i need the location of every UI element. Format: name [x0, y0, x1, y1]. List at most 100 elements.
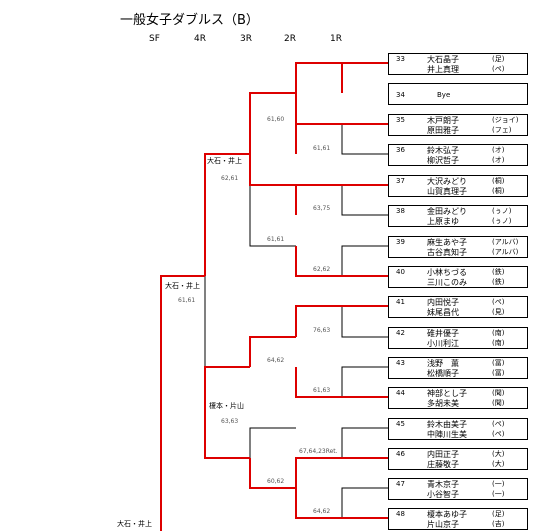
club-name: (桐)	[492, 187, 505, 195]
entry-number: 45	[396, 420, 405, 428]
bracket-line	[295, 488, 342, 519]
club-name: (ペ)	[492, 420, 505, 428]
player-name: 松橋順子	[427, 369, 459, 378]
entry-38: 38 金田みどり (ぅノ) 上原まゆ (ぅノ)	[388, 205, 528, 227]
entry-number: 43	[396, 359, 405, 367]
club-name: (オ)	[492, 156, 505, 164]
entry-number: 33	[396, 55, 405, 63]
match-score: 61,63	[313, 387, 331, 394]
entry-48: 48 榎本あゆ子 (足) 片山京子 (吉)	[388, 508, 528, 530]
player-name: 小林ちづる	[427, 268, 467, 277]
club-name: (聞)	[492, 389, 505, 397]
bracket-line	[204, 153, 250, 276]
club-name: (ペ)	[492, 65, 505, 73]
match-score: 61,61	[313, 145, 331, 152]
player-name: 碓井優子	[427, 329, 459, 338]
bracket-line	[341, 245, 388, 276]
club-name: (フェ)	[492, 126, 512, 134]
entry-number: 42	[396, 329, 405, 337]
bracket-line	[341, 62, 388, 93]
entry-number: 46	[396, 450, 405, 458]
player-name: 多胡未美	[427, 399, 459, 408]
entry-41: 41 内田悦子 (ペ) 妹尾昌代 (見)	[388, 296, 528, 318]
club-name: (アルバ)	[492, 248, 519, 256]
club-name: (ペ)	[492, 430, 505, 438]
match-score: 62,62	[313, 266, 331, 273]
entry-36: 36 鈴木弘子 (オ) 柳沢哲子 (オ)	[388, 144, 528, 166]
match-score: 63,63	[221, 418, 239, 425]
entry-number: 39	[396, 238, 405, 246]
club-name: (鉄)	[492, 268, 505, 276]
entry-43: 43 浅野 薫 (冨) 松橋順子 (冨)	[388, 357, 528, 379]
player-name: 金田みどり	[427, 207, 467, 216]
player-name: 古谷真知子	[427, 248, 467, 257]
match-score: 61,60	[267, 116, 285, 123]
club-name: (足)	[492, 510, 505, 518]
entry-46: 46 内田正子 (大) 庄藤敬子 (大)	[388, 448, 528, 470]
player-name: 榎本あゆ子	[427, 510, 467, 519]
club-name: (南)	[492, 329, 505, 337]
entry-number: 36	[396, 146, 405, 154]
page-title: 一般女子ダブルス（B）	[120, 13, 259, 28]
entry-40: 40 小林ちづる (鉄) 三川このみ (鉄)	[388, 266, 528, 288]
club-name: (冨)	[492, 369, 505, 377]
player-name: 片山京子	[427, 520, 459, 529]
winner-label-3r: 大石・井上	[207, 157, 242, 165]
bracket-line	[160, 275, 205, 531]
player-name: 鈴木弘子	[427, 146, 459, 155]
club-name: (大)	[492, 450, 505, 458]
bracket-line	[341, 366, 388, 397]
bracket-line	[249, 215, 296, 247]
club-name: (冨)	[492, 359, 505, 367]
entry-number: 44	[396, 389, 405, 397]
club-name: (聞)	[492, 399, 505, 407]
club-name: (ぅノ)	[492, 207, 512, 215]
bracket-line	[295, 457, 342, 488]
bracket-line	[249, 458, 296, 489]
bracket-winner-lines	[160, 62, 388, 531]
club-name: (一)	[492, 490, 505, 498]
club-name: (吉)	[492, 520, 505, 528]
match-score: 62,61	[221, 175, 239, 182]
bracket-line	[249, 336, 296, 367]
player-name: 鈴木由美子	[427, 420, 467, 429]
entry-number: 47	[396, 480, 405, 488]
entry-45: 45 鈴木由美子 (ペ) 中陣川生美 (ペ)	[388, 418, 528, 440]
club-name: (一)	[492, 480, 505, 488]
player-name: 山賀真理子	[427, 187, 467, 196]
round-header-3r: 3R	[240, 34, 252, 44]
bracket-line	[341, 427, 388, 458]
player-name: 中陣川生美	[427, 430, 467, 439]
bracket-line	[249, 92, 296, 186]
player-name: 庄藤敬子	[427, 460, 459, 469]
club-name: (ぅノ)	[492, 217, 512, 225]
match-score: 60,62	[267, 478, 285, 485]
bracket-line	[249, 427, 296, 458]
round-header-sf: SF	[149, 34, 160, 44]
player-name: 小川利江	[427, 339, 459, 348]
match-score: 64,62	[267, 357, 285, 364]
entry-34: 34 Bye	[388, 83, 528, 105]
club-name: (大)	[492, 460, 505, 468]
match-score: 61,61	[178, 297, 196, 304]
entry-33: 33 大石晶子 (足) 井上真理 (ペ)	[388, 53, 528, 75]
player-name: 大沢みどり	[427, 177, 467, 186]
player-name: 浅野 薫	[427, 359, 459, 368]
club-name: (南)	[492, 339, 505, 347]
match-score: 76,63	[313, 327, 331, 334]
player-name: 原田雅子	[427, 126, 459, 135]
bracket-line	[341, 124, 388, 155]
club-name: (オ)	[492, 146, 505, 154]
club-name: (ペ)	[492, 298, 505, 306]
bracket-line	[295, 62, 342, 124]
player-name: 大石晶子	[427, 55, 459, 64]
entry-44: 44 神部とし子 (聞) 多胡未美 (聞)	[388, 387, 528, 409]
club-name: (ジョイ)	[492, 116, 519, 124]
match-score: 63,75	[313, 205, 331, 212]
player-name: 柳沢哲子	[427, 156, 459, 165]
match-score: 67,64,23Ret.	[299, 448, 338, 455]
bracket-line	[295, 305, 342, 337]
player-name: 内田悦子	[427, 298, 459, 307]
entry-number: 34	[396, 91, 405, 99]
